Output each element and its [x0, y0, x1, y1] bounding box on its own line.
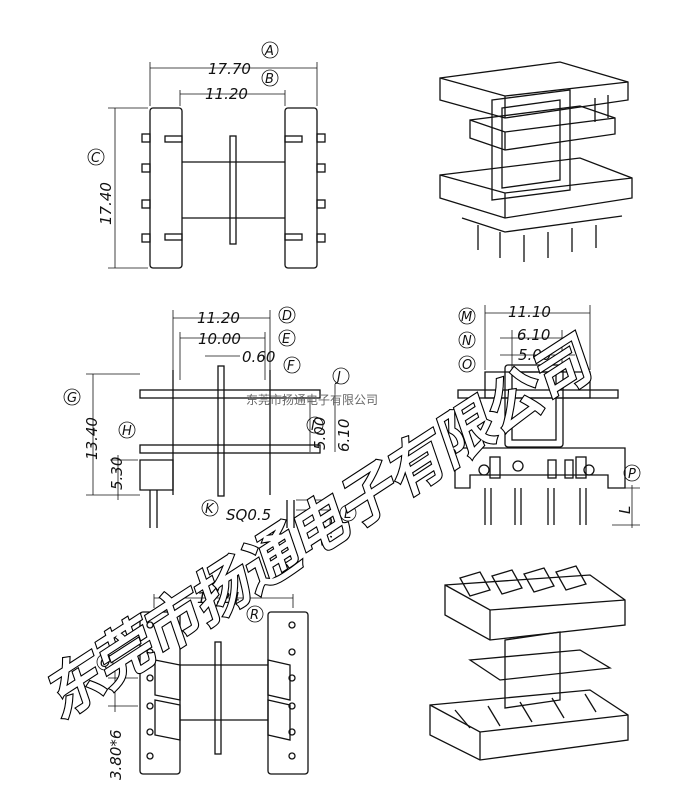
callout-f-circle: [283, 356, 301, 374]
callout-q-label: Q: [100, 656, 110, 671]
dim-o-value: 5.00: [518, 346, 551, 364]
callout-n-circle: [458, 331, 476, 349]
callout-r-circle: [246, 605, 264, 623]
bottom-view: [108, 594, 309, 775]
callout-j-label: J: [334, 370, 341, 385]
callout-q-circle: [96, 653, 114, 671]
dim-l-value: 1.35: [318, 515, 336, 548]
dim-m-value: 11.10: [508, 303, 551, 321]
callout-k-label: K: [205, 502, 215, 517]
callout-r-label: R: [250, 608, 259, 623]
callout-o-label: O: [462, 358, 472, 373]
watermark-main: 东莞市扬通电子有限公司: [31, 324, 608, 732]
callout-e-label: E: [282, 332, 291, 347]
callout-j-circle: [332, 367, 350, 385]
callout-b-circle: [261, 69, 279, 87]
callout-i-circle: [306, 416, 324, 434]
dim-height-value: 13.40: [83, 417, 101, 460]
callout-o-circle: [458, 355, 476, 373]
callout-a-label: A: [264, 44, 274, 59]
callout-g-circle: [63, 388, 81, 406]
callout-d-circle: [278, 306, 296, 324]
iso-view-top: [439, 61, 633, 262]
callout-b-label: B: [265, 72, 274, 87]
iso-view-bottom: [429, 565, 629, 761]
callout-h-label: H: [122, 424, 132, 439]
callout-l-circle: [339, 504, 357, 522]
dim-j-value: 6.10: [335, 419, 353, 452]
callout-l-label: L: [344, 507, 351, 522]
dim-e-value: 10.00: [198, 330, 241, 348]
dim-n-value: 6.10: [517, 326, 550, 344]
callout-i-label: I: [311, 419, 315, 434]
callout-c-circle: [87, 148, 105, 166]
dim-sq-value: SQ0.5: [226, 506, 271, 524]
callout-c-label: C: [91, 151, 101, 166]
callout-a-circle: [261, 41, 279, 59]
callout-n-label: N: [462, 334, 472, 349]
front-view: [454, 305, 640, 528]
side-view: [86, 310, 336, 528]
callout-k-circle: [201, 499, 219, 517]
dim-i-value: 5.00: [311, 417, 329, 450]
dim-b-value: 11.20: [205, 85, 248, 103]
dim-c-value: 17.40: [97, 182, 115, 225]
callout-m-label: M: [461, 310, 472, 325]
dim-p-value: L: [616, 506, 634, 514]
dim-r-value: 15.24: [197, 589, 240, 607]
watermark-small: 东莞市扬通电子有限公司: [246, 392, 378, 407]
dim-q-value: 3.80*6: [107, 730, 125, 780]
callout-e-circle: [278, 329, 296, 347]
callout-d-label: D: [282, 309, 292, 324]
dim-h-value: 5.30: [108, 457, 126, 490]
callout-f-label: F: [287, 359, 295, 374]
callout-m-circle: [458, 307, 476, 325]
dim-a-value: 17.70: [208, 60, 251, 78]
callout-h-circle: [118, 421, 136, 439]
callout-p-label: P: [628, 467, 636, 482]
dim-f-value: 0.60: [242, 348, 275, 366]
dim-d-value: 11.20: [197, 309, 240, 327]
callout-p-circle: [623, 464, 641, 482]
top-view: [108, 62, 326, 269]
callout-g-label: G: [67, 391, 77, 406]
